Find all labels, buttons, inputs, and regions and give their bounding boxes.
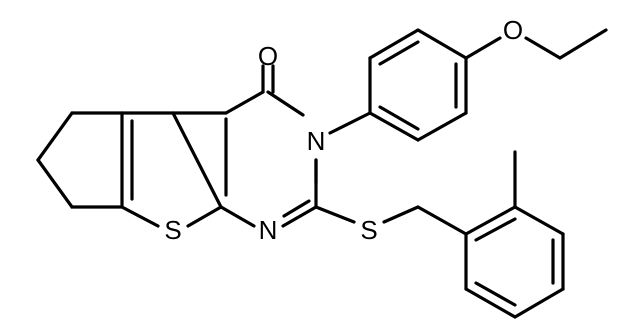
bond — [281, 205, 318, 228]
bond — [382, 205, 420, 224]
atom-label-nitrogen-3: N — [307, 126, 326, 156]
bond — [464, 36, 502, 60]
bond — [464, 287, 517, 319]
ethoxyphenyl-group — [328, 28, 608, 142]
atom-label-oxygen-ether: O — [503, 15, 523, 45]
bond — [524, 36, 562, 60]
atom-label-nitrogen-1: N — [259, 215, 278, 245]
bond — [219, 205, 256, 228]
bond — [558, 28, 608, 60]
bond — [282, 199, 311, 218]
bond — [368, 28, 420, 60]
atom-labels: O N N S S O — [164, 15, 523, 245]
bond — [416, 205, 468, 236]
cyclohexane-ring — [36, 111, 124, 209]
bond — [474, 281, 517, 307]
bond — [513, 205, 565, 236]
bond — [328, 111, 372, 135]
bond — [266, 90, 305, 117]
methylbenzyl-thio-group — [314, 150, 565, 319]
bond — [224, 90, 265, 115]
thiophene-ring — [120, 111, 223, 228]
bond — [120, 205, 160, 228]
bond — [36, 158, 74, 209]
bond — [36, 111, 74, 162]
atom-label-oxygen-carbonyl: O — [258, 41, 278, 71]
bond — [314, 205, 356, 224]
atom-label-sulfur-thioether: S — [360, 215, 377, 245]
bond — [378, 105, 420, 131]
atom-label-sulfur-thiophene: S — [164, 215, 181, 245]
bond — [368, 111, 420, 142]
bond — [416, 111, 468, 142]
bond — [378, 40, 420, 66]
pyrimidinone-ring — [171, 64, 318, 228]
bond — [464, 205, 517, 236]
bond — [186, 205, 223, 228]
bond — [513, 287, 565, 319]
bond — [171, 111, 223, 209]
bond — [474, 217, 517, 242]
bond — [416, 28, 468, 60]
